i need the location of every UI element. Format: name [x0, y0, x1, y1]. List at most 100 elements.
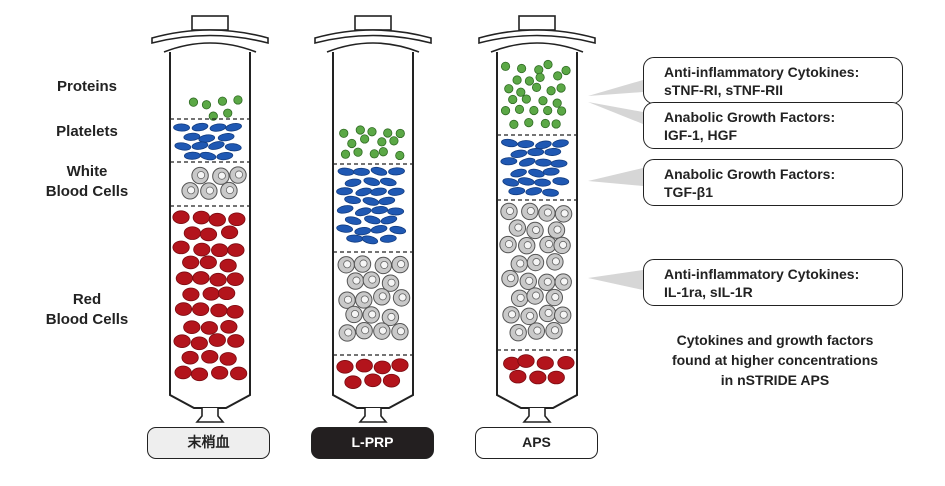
syringe-lprp-platelet — [370, 187, 387, 196]
syringe-peripheral-blood-red-blood-cell — [182, 287, 200, 302]
syringe-aps-platelet — [510, 149, 528, 158]
syringe-aps-wbc-nucleus — [544, 308, 553, 317]
syringe-aps-wbc-nucleus — [508, 310, 517, 319]
syringe-peripheral-blood-plunger — [191, 15, 229, 31]
syringe-peripheral-blood-platelet — [183, 151, 201, 160]
syringe-lprp-wbc-nucleus — [361, 326, 370, 335]
syringe-lprp-wbc-nucleus — [398, 293, 407, 302]
syringe-peripheral-blood-red-blood-cell — [208, 212, 226, 227]
syringe-aps-protein-dot — [538, 96, 548, 106]
callout-pointer-4 — [588, 270, 643, 290]
syringe-peripheral-blood-red-blood-cell — [227, 243, 245, 257]
syringe-aps-protein-dot — [531, 82, 542, 92]
label-wbc-line1: White — [66, 163, 108, 180]
syringe-lprp-platelet — [336, 224, 353, 233]
syringe-lprp-tip — [358, 408, 388, 423]
syringe-aps-wbc-nucleus — [559, 240, 568, 249]
callout-il1ra: Anti-inflammatory Cytokines: IL-1ra, sIL… — [643, 259, 903, 306]
syringe-lprp-platelet — [370, 225, 388, 234]
syringe-aps-contents — [499, 59, 575, 385]
syringe-aps-wbc-nucleus — [551, 293, 560, 302]
syringe-lprp-platelet — [346, 234, 364, 243]
label-white-blood-cells: White Blood Cells — [7, 162, 167, 202]
label-red-blood-cells: Red Blood Cells — [7, 290, 167, 330]
syringe-aps-platelet — [552, 139, 569, 148]
label-wbc-line2: Blood Cells — [45, 183, 129, 200]
syringe-lprp-platelet — [354, 227, 372, 236]
syringe-aps — [478, 15, 596, 423]
caption-line-1: Cytokines and growth factors — [676, 332, 874, 348]
tube-label-lprp-text: L-PRP — [351, 434, 394, 450]
syringe-aps-platelet — [542, 167, 560, 176]
syringe-lprp-platelet — [344, 216, 362, 225]
callout-igf-hgf-title: Anabolic Growth Factors: — [664, 109, 836, 125]
syringe-aps-wbc-nucleus — [515, 328, 524, 337]
syringe-aps-platelet — [525, 187, 543, 196]
syringe-lprp-wbc-nucleus — [378, 326, 387, 335]
tube-label-aps: APS — [475, 427, 598, 459]
syringe-lprp-wbc-nucleus — [368, 310, 377, 319]
syringe-aps-platelet — [517, 177, 535, 186]
callout-tgf-items: TGF-β1 — [664, 184, 713, 200]
syringe-peripheral-blood-red-blood-cell — [200, 321, 218, 335]
syringe-lprp-platelet — [388, 167, 405, 176]
syringe-peripheral-blood-red-blood-cell — [211, 365, 229, 380]
label-platelets: Platelets — [7, 122, 167, 142]
syringe-aps-protein-dot — [556, 83, 566, 93]
syringe-peripheral-blood-red-blood-cell — [220, 225, 239, 240]
syringe-aps-wbc-nucleus — [543, 277, 552, 286]
label-rbc-line2: Blood Cells — [45, 311, 129, 328]
syringe-lprp-protein-dot — [340, 149, 351, 159]
syringe-peripheral-blood-red-blood-cell — [226, 272, 244, 286]
syringe-aps-wbc-nucleus — [514, 223, 523, 232]
syringe-aps-plunger — [518, 15, 556, 31]
syringe-peripheral-blood-wbc-nucleus — [234, 170, 243, 179]
syringe-lprp-platelet — [378, 196, 396, 206]
syringe-lprp-red-blood-cell — [344, 375, 362, 389]
syringe-lprp-platelet — [387, 187, 405, 196]
syringe-lprp-platelet — [362, 197, 380, 206]
syringe-peripheral-blood-tip — [195, 408, 225, 423]
syringe-aps-wbc-nucleus — [532, 258, 541, 267]
syringe-lprp-flange — [314, 29, 432, 45]
syringe-lprp-protein-dot — [347, 138, 357, 149]
syringe-aps-protein-dot — [540, 118, 550, 129]
syringe-aps-protein-dot — [534, 65, 544, 75]
syringe-lprp-platelet — [337, 167, 355, 176]
syringe-peripheral-blood-platelet — [199, 151, 217, 161]
syringe-lprp-wbc-nucleus — [344, 328, 353, 337]
syringe-peripheral-blood-platelet — [208, 141, 225, 150]
syringe-peripheral-blood-red-blood-cell — [209, 272, 227, 287]
syringe-lprp-platelet — [344, 178, 362, 187]
syringe-peripheral-blood-red-blood-cell — [228, 212, 246, 227]
syringe-aps-platelet — [527, 148, 545, 157]
syringe-peripheral-blood-protein-dot — [208, 111, 218, 121]
syringe-lprp-protein-dot — [377, 137, 387, 147]
syringe-peripheral-blood-wbc-nucleus — [225, 186, 234, 195]
syringe-aps-platelet — [528, 168, 545, 178]
syringe-peripheral-blood-red-blood-cell — [202, 286, 220, 301]
syringe-lprp-protein-dot — [369, 149, 379, 159]
syringe-peripheral-blood-platelet — [225, 123, 242, 132]
syringe-peripheral-blood-red-blood-cell — [211, 243, 229, 258]
syringe-peripheral-blood-red-blood-cell — [192, 271, 210, 285]
syringe-peripheral-blood-platelet — [224, 143, 242, 152]
syringe-peripheral-blood-protein-dot — [233, 95, 243, 105]
syringe-lprp-red-blood-cell — [336, 360, 354, 374]
syringe-aps-platelet — [544, 147, 562, 156]
syringe-lprp-platelet — [364, 215, 381, 225]
syringe-lprp-wbc-nucleus — [344, 295, 353, 304]
syringe-peripheral-blood-wbc-nucleus — [187, 186, 196, 195]
syringe-peripheral-blood-red-blood-cell — [218, 286, 236, 301]
syringe-peripheral-blood-platelet — [198, 134, 216, 143]
syringe-peripheral-blood-flange — [151, 29, 269, 45]
syringe-lprp-platelet — [379, 177, 397, 187]
syringe-aps-wbc-nucleus — [505, 206, 514, 215]
syringe-lprp-platelet — [354, 207, 372, 217]
syringe-peripheral-blood-protein-dot — [223, 108, 233, 118]
syringe-aps-protein-dot — [535, 72, 545, 82]
syringe-aps-protein-dot — [543, 59, 553, 70]
syringe-peripheral-blood-red-blood-cell — [199, 227, 218, 242]
syringe-peripheral-blood-wbc-nucleus — [197, 171, 206, 180]
